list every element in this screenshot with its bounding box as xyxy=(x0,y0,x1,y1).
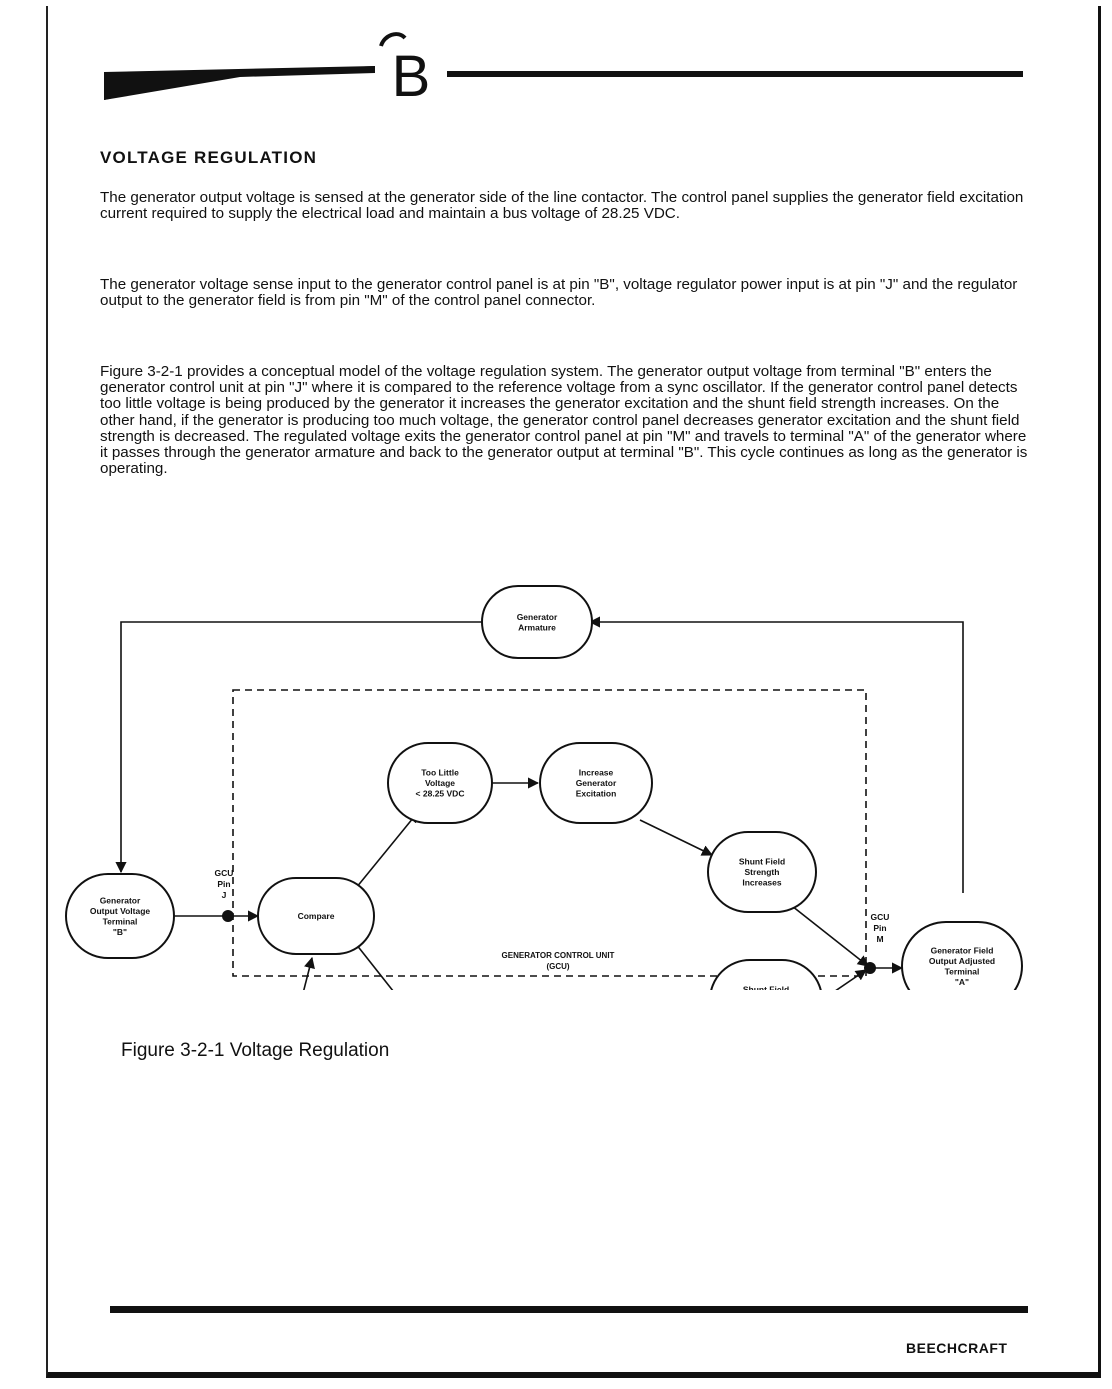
paragraph-sense-input: The generator voltage sense input to the… xyxy=(100,276,1018,310)
node-label-shunt-inc: Strength xyxy=(745,867,780,877)
node-label-field-a: "A" xyxy=(955,977,969,987)
node-label-armature: Generator xyxy=(517,612,558,622)
gcu-label: GENERATOR CONTROL UNIT xyxy=(502,951,615,960)
figure-caption: Figure 3-2-1 Voltage Regulation xyxy=(121,1040,390,1061)
node-too-little xyxy=(387,742,493,824)
pin-m-label: Pin xyxy=(873,923,886,933)
arrow-compare-to-toolittle xyxy=(355,811,419,889)
node-label-field-a: Generator Field xyxy=(931,945,994,955)
node-label-increase: Increase xyxy=(579,768,614,778)
node-output-b xyxy=(65,873,175,959)
arrow-reference-to-compare xyxy=(303,956,315,990)
node-label-too-little: < 28.25 VDC xyxy=(416,789,465,799)
node-label-output-b: "B" xyxy=(113,927,127,937)
pin-j-label: Pin xyxy=(217,879,230,889)
node-label-output-b: Output Voltage xyxy=(90,906,151,916)
node-shunt-dec xyxy=(710,959,822,990)
arrow-shuntdec-to-pinm xyxy=(835,969,867,990)
node-label-shunt-dec: Shunt Field xyxy=(743,985,789,991)
pin-j-label: GCU xyxy=(215,868,234,878)
pin-m-label: M xyxy=(876,934,883,944)
svg-text:B: B xyxy=(392,44,431,109)
pin-j-label: J xyxy=(222,890,227,900)
section-title: VOLTAGE REGULATION xyxy=(100,148,318,167)
node-compare xyxy=(257,877,375,955)
node-label-too-little: Voltage xyxy=(425,778,455,788)
arrow-compare-to-toomuch xyxy=(355,943,394,990)
node-label-armature: Armature xyxy=(518,622,556,632)
node-label-field-a: Output Adjusted xyxy=(929,956,995,966)
node-label-output-b: Generator xyxy=(100,895,141,905)
node-label-increase: Generator xyxy=(576,778,617,788)
footer-brand: BEECHCRAFT xyxy=(906,1340,1008,1356)
page-edge xyxy=(1098,6,1101,1378)
pin-j-dot xyxy=(222,910,234,922)
node-increase xyxy=(539,742,653,824)
gcu-boundary xyxy=(232,689,867,977)
paragraph-output-voltage: The generator output voltage is sensed a… xyxy=(100,189,1024,223)
node-label-too-little: Too Little xyxy=(421,768,459,778)
pin-m-dot xyxy=(864,962,876,974)
node-label-shunt-inc: Shunt Field xyxy=(739,857,785,867)
node-field-a xyxy=(901,921,1023,990)
node-label-increase: Excitation xyxy=(576,789,617,799)
node-label-output-b: Terminal xyxy=(103,916,138,926)
loop-to-armature xyxy=(588,616,964,893)
footer-rule xyxy=(110,1306,1028,1313)
node-shunt-inc xyxy=(707,831,817,913)
pin-m-label: GCU xyxy=(871,912,890,922)
header-rule xyxy=(447,71,1023,77)
beechcraft-logo-icon: B xyxy=(379,32,431,109)
gcu-label: (GCU) xyxy=(546,962,569,971)
arrow-shuntinc-to-pinm xyxy=(791,905,869,967)
node-armature xyxy=(481,585,593,659)
loop-from-armature xyxy=(115,621,484,874)
node-label-compare: Compare xyxy=(298,911,335,921)
node-label-shunt-inc: Increases xyxy=(742,878,781,888)
paragraph-conceptual-model: Figure 3-2-1 provides a conceptual model… xyxy=(100,363,1028,478)
page-header: B xyxy=(104,32,1023,109)
arrow-increase-to-shuntinc xyxy=(639,819,714,856)
page-frame xyxy=(46,6,1098,1378)
node-label-field-a: Terminal xyxy=(945,966,980,976)
